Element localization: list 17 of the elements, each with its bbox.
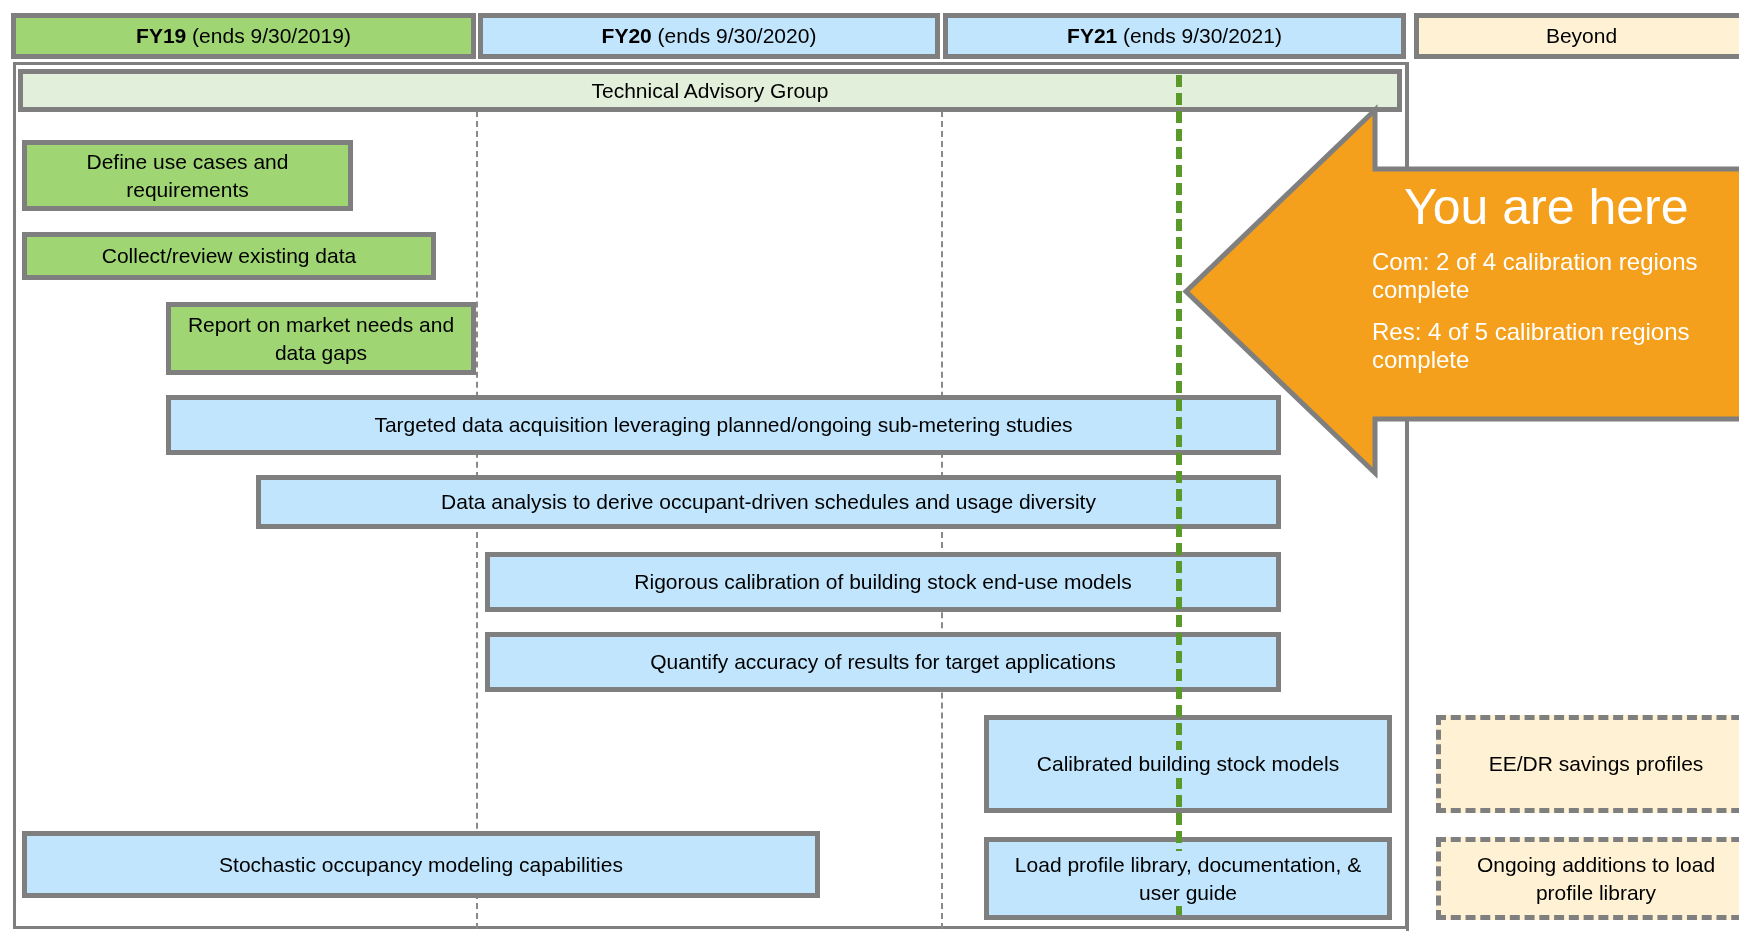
timeline-bar [22,140,353,211]
timeline-bar [984,837,1392,920]
timeline-bar [22,232,436,280]
timeline-bar [166,395,1281,455]
timeline-bar [1436,837,1739,920]
timeline-bar [18,69,1402,112]
timeline-bar [984,715,1392,813]
year-header [943,13,1406,59]
year-header [11,13,476,59]
timeline-bar [485,632,1281,692]
timeline-bar [1436,715,1739,813]
timeline-bar [166,302,476,375]
period-header [1414,13,1739,59]
timeline-bar [256,475,1281,529]
timeline-bar [485,552,1281,612]
year-header [478,13,940,59]
timeline-bar [22,831,820,898]
